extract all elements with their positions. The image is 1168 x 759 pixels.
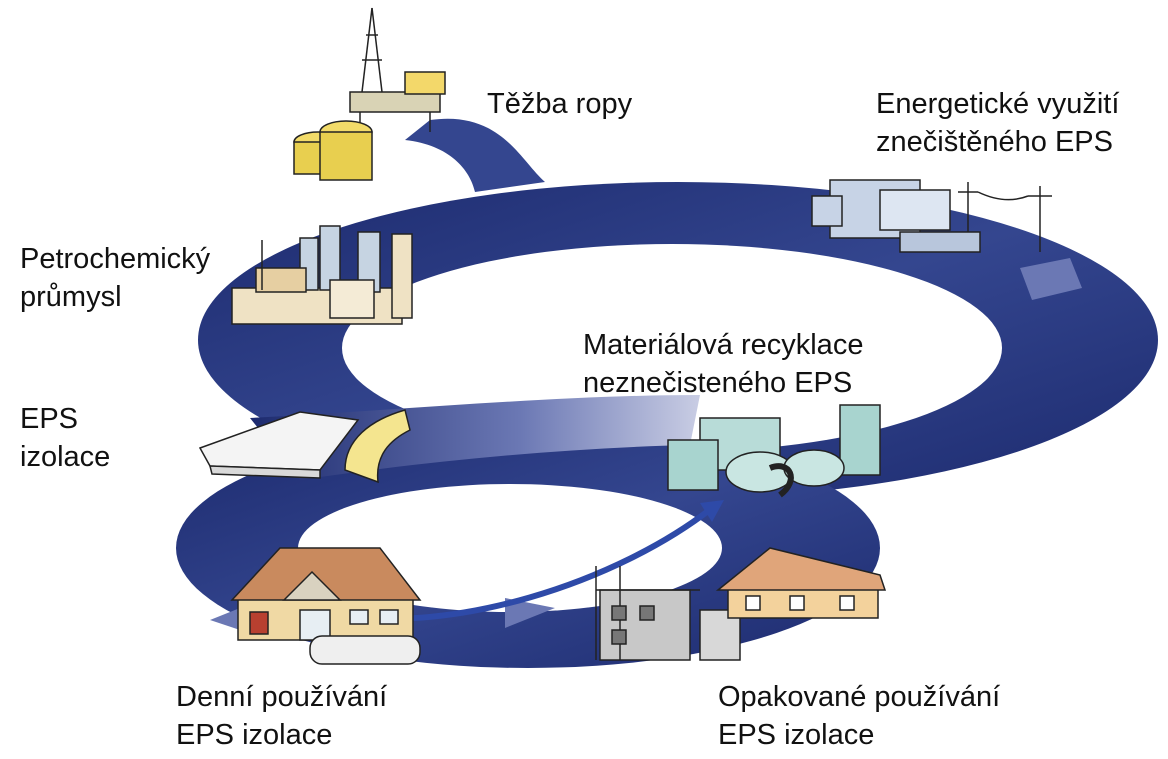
oil-rig-icon — [294, 8, 445, 180]
label-line: Materiálová recyklace — [583, 326, 863, 364]
label-energy-recovery: Energetické využití znečištěného EPS — [876, 85, 1119, 161]
label-line: EPS izolace — [718, 716, 1000, 754]
label-line: EPS izolace — [176, 716, 387, 754]
oil-feed-band — [405, 119, 545, 192]
eps-board-icon — [200, 410, 410, 482]
label-line: znečištěného EPS — [876, 123, 1119, 161]
label-line: Energetické využití — [876, 85, 1119, 123]
label-line: Denní používání — [176, 678, 387, 716]
label-oil-extraction: Těžba ropy — [487, 85, 632, 123]
label-line: průmysl — [20, 278, 210, 316]
label-petrochemical: Petrochemický průmysl — [20, 240, 210, 316]
label-line: Opakované používání — [718, 678, 1000, 716]
label-line: izolace — [20, 438, 110, 476]
label-daily-use: Denní používání EPS izolace — [176, 678, 387, 754]
label-line: Těžba ropy — [487, 85, 632, 123]
label-line: neznečisteného EPS — [583, 364, 863, 402]
label-reuse: Opakované používání EPS izolace — [718, 678, 1000, 754]
label-line: Petrochemický — [20, 240, 210, 278]
label-eps-insulation: EPS izolace — [20, 400, 110, 476]
label-material-recycling: Materiálová recyklace neznečisteného EPS — [583, 326, 863, 402]
label-line: EPS — [20, 400, 110, 438]
